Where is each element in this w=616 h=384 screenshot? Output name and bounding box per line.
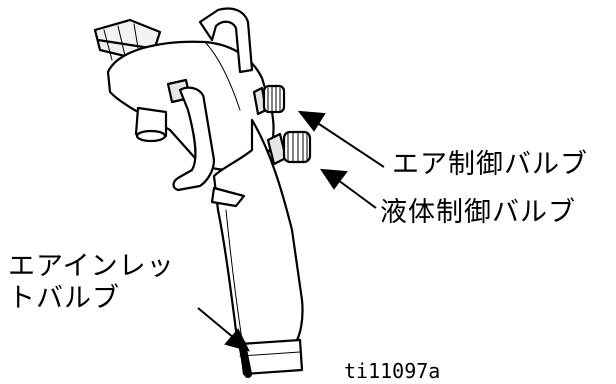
- air-control-leader: [315, 121, 385, 168]
- label-air-control-valve: エア制御バルブ: [392, 149, 588, 180]
- air-inlet-arrowhead: [224, 328, 250, 352]
- fluid-control-leader: [337, 179, 377, 209]
- label-air-inlet-line1: エアインレッ: [8, 251, 175, 282]
- air-inlet-leader: [197, 307, 235, 339]
- air-control-knob: [252, 84, 286, 116]
- label-air-inlet-line2: トバルブ: [8, 283, 120, 314]
- fluid-control-arrowhead: [320, 168, 348, 190]
- air-control-arrowhead: [297, 110, 326, 132]
- figure-id: ti11097a: [344, 359, 441, 383]
- hook: [198, 7, 254, 74]
- trigger: [172, 86, 216, 192]
- label-fluid-control-valve: 液体制御バルブ: [380, 197, 576, 228]
- fluid-control-knob: [266, 130, 312, 166]
